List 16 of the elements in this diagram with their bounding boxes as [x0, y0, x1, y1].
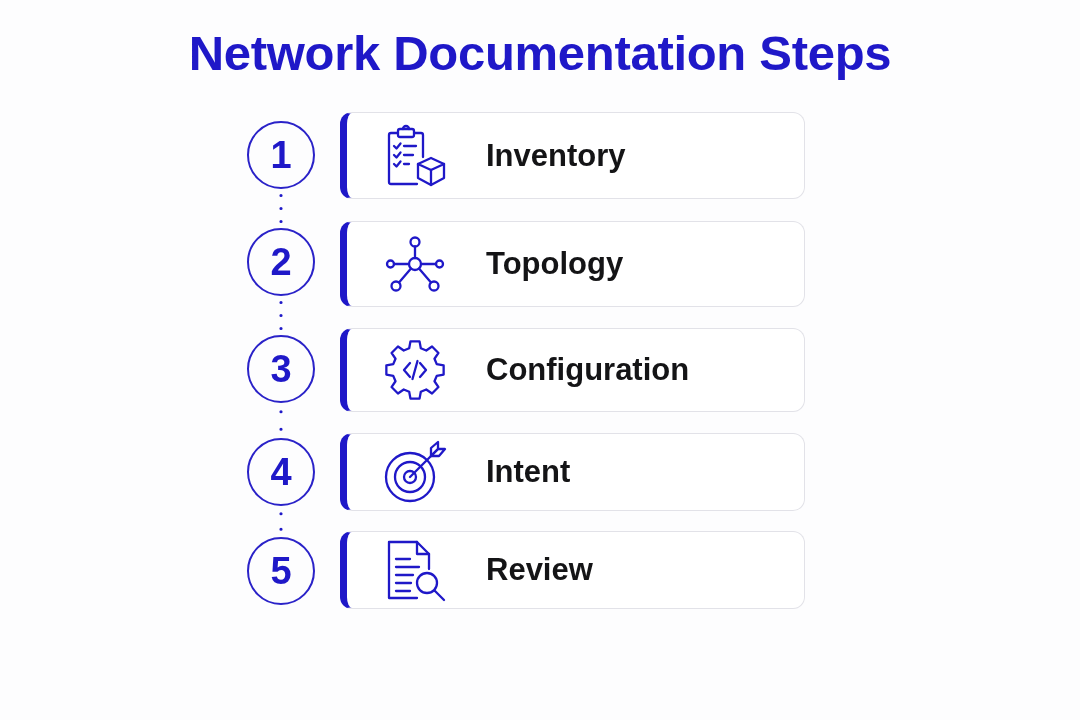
title: Network Documentation Steps [188, 27, 892, 81]
step-card [340, 328, 805, 412]
step-number: 4 [270, 453, 292, 491]
step-card [340, 221, 805, 307]
step-label: Inventory [486, 137, 626, 174]
step-label: Configuration [486, 352, 690, 388]
step-card [340, 433, 805, 511]
step-label: Review [486, 552, 593, 588]
step-number: 1 [270, 136, 292, 174]
step-label: Intent [486, 454, 571, 490]
step-label: Topology [486, 246, 624, 282]
step-number: 5 [270, 552, 292, 590]
step-card [340, 531, 805, 609]
step-card [340, 112, 805, 199]
step-number: 3 [270, 350, 292, 388]
step-number: 2 [270, 243, 292, 281]
